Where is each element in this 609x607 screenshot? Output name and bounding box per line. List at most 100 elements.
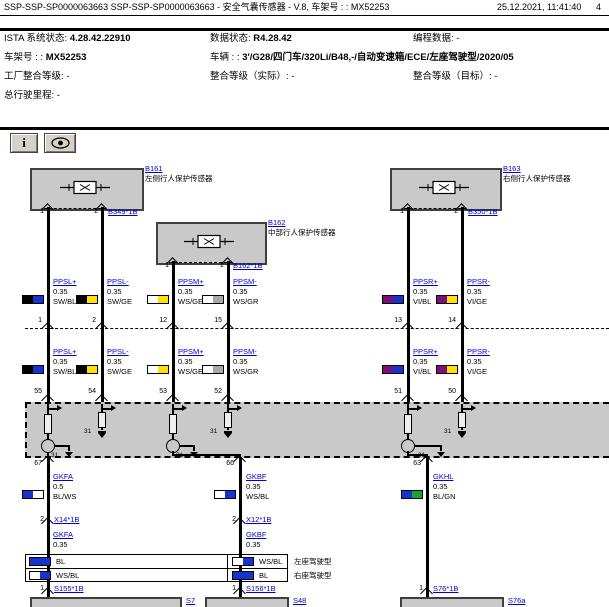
- wire-link[interactable]: GKBF: [246, 530, 267, 539]
- component-link-b162[interactable]: B162: [268, 218, 286, 227]
- wire-color-swatch: [232, 571, 254, 580]
- connector-pin-icon: [221, 322, 234, 335]
- control-unit-box[interactable]: [25, 402, 609, 458]
- pin-number: 50: [448, 388, 456, 395]
- cu-branch-line: [180, 445, 194, 447]
- pin-number: 53: [159, 388, 167, 395]
- page-number: 4: [596, 2, 602, 12]
- info-button[interactable]: i: [10, 133, 38, 153]
- component-link-s48[interactable]: S48: [293, 596, 307, 605]
- wire-link[interactable]: GKFA: [53, 472, 74, 481]
- ground-label: 31: [51, 452, 59, 459]
- component-box-s48[interactable]: [205, 597, 289, 607]
- variant-color: BL: [56, 557, 66, 566]
- pin-number: 51: [394, 388, 402, 395]
- wire-link[interactable]: PPSM+: [178, 277, 204, 286]
- vin-label: 车架号 : :: [4, 52, 44, 63]
- wire-color-swatch: [401, 490, 423, 499]
- wire-link[interactable]: PPSL+: [53, 347, 77, 356]
- wire-color: VI/BL: [413, 367, 432, 376]
- ground-icon: [437, 452, 445, 457]
- wire-color: SW/GE: [107, 367, 133, 376]
- impact-sensor-icon: [419, 180, 469, 195]
- component-link-s7[interactable]: S7: [186, 596, 196, 605]
- component-link-s76a[interactable]: S76a: [508, 596, 526, 605]
- wire-size: 0.35: [433, 482, 448, 491]
- wire-link[interactable]: PPSR-: [467, 277, 490, 286]
- connector-link-s155[interactable]: S155*1B: [54, 584, 84, 593]
- wire-link[interactable]: PPSM-: [233, 347, 257, 356]
- connector-link-s76[interactable]: S76*1B: [433, 584, 459, 593]
- wire-color-swatch: [147, 295, 169, 304]
- connector-link-x12[interactable]: X12*1B: [246, 515, 272, 524]
- cu-branch-line: [415, 445, 441, 447]
- wire-segment: [461, 207, 464, 402]
- vehicle: 车辆 : : 3'/G28/四门车/320Li/B48,-/自动变速箱/ECE/…: [210, 52, 514, 63]
- resistor-icon: [44, 414, 52, 434]
- eye-icon: [50, 137, 70, 149]
- wire-link[interactable]: PPSL-: [107, 347, 129, 356]
- pin-number: 2: [232, 516, 236, 523]
- wire-link[interactable]: PPSM+: [178, 347, 204, 356]
- pin-number: 66: [226, 460, 234, 467]
- actual-level-label: 整合等级（实际）:: [210, 71, 289, 82]
- wire-color-swatch: [232, 557, 254, 566]
- wire-color: WS/GR: [233, 297, 259, 306]
- arrow-right-icon: [237, 405, 242, 411]
- wire-link[interactable]: PPSR+: [413, 277, 438, 286]
- wire-color: VI/BL: [413, 297, 432, 306]
- programming-data: 编程数据: -: [413, 33, 459, 44]
- wire-link[interactable]: GKBF: [246, 472, 267, 481]
- resistor-icon: [458, 412, 466, 428]
- wire-segment: [47, 207, 50, 402]
- target-level-label: 整合等级（目标）:: [413, 71, 492, 82]
- wire-size: 0.35: [53, 287, 68, 296]
- wire-color-swatch: [29, 571, 51, 580]
- connector-link-x14[interactable]: X14*1B: [54, 515, 80, 524]
- data-status-label: 数据状态:: [210, 33, 251, 44]
- thick-divider-toolbar: [0, 127, 609, 130]
- wire-color: BL/GN: [433, 492, 456, 501]
- wire-link[interactable]: GKHL: [433, 472, 454, 481]
- connector-link-b162-1b[interactable]: B162*1B: [233, 261, 263, 270]
- wire-color: SW/BL: [53, 297, 77, 306]
- wire-size: 0.35: [178, 357, 193, 366]
- connector-dash-line: [404, 208, 466, 209]
- component-box-b161[interactable]: [30, 168, 144, 211]
- document-title: SSP-SSP-SP0000063663 SSP-SSP-SP000006366…: [4, 2, 390, 12]
- wire-link[interactable]: PPSM-: [233, 277, 257, 286]
- connector-link-b350[interactable]: B350*1B: [468, 207, 498, 216]
- cu-branch-line: [68, 445, 70, 451]
- wire-link[interactable]: PPSR+: [413, 347, 438, 356]
- connector-link-b349[interactable]: B349*1B: [108, 207, 138, 216]
- connector-pin-icon: [95, 322, 108, 335]
- wire-color: WS/GE: [178, 367, 204, 376]
- component-box-s7[interactable]: [30, 597, 182, 607]
- vehicle-label: 车辆 : :: [210, 52, 240, 63]
- wire-size: 0.35: [467, 287, 482, 296]
- component-box-s76a[interactable]: [400, 597, 504, 607]
- wire-size: 0.35: [233, 357, 248, 366]
- ground-bar: [458, 431, 466, 433]
- connector-link-s156[interactable]: S156*1B: [246, 584, 276, 593]
- component-link-b161[interactable]: B161: [145, 164, 163, 173]
- target-level: 整合等级（目标）: -: [413, 71, 497, 82]
- wire-link[interactable]: GKFA: [53, 530, 74, 539]
- wire-segment: [426, 458, 429, 598]
- ground-bar: [224, 431, 232, 433]
- wire-color-swatch: [22, 490, 44, 499]
- mileage-value: -: [56, 90, 60, 101]
- wire-segment: [101, 207, 104, 402]
- wire-size: 0.35: [107, 287, 122, 296]
- wire-link[interactable]: PPSR-: [467, 347, 490, 356]
- wire-link[interactable]: PPSL+: [53, 277, 77, 286]
- mileage: 总行驶里程: -: [4, 90, 60, 101]
- ground-icon: [65, 452, 73, 457]
- visibility-button[interactable]: [44, 133, 76, 153]
- programming-data-label: 编程数据:: [413, 33, 454, 44]
- wire-link[interactable]: PPSL-: [107, 277, 129, 286]
- pin-number: 2: [92, 317, 96, 324]
- component-link-b163[interactable]: B163: [503, 164, 521, 173]
- vehicle-value: 3'/G28/四门车/320Li/B48,-/自动变速箱/ECE/左座驾驶型/2…: [242, 52, 514, 63]
- connector-pin-icon: [401, 322, 414, 335]
